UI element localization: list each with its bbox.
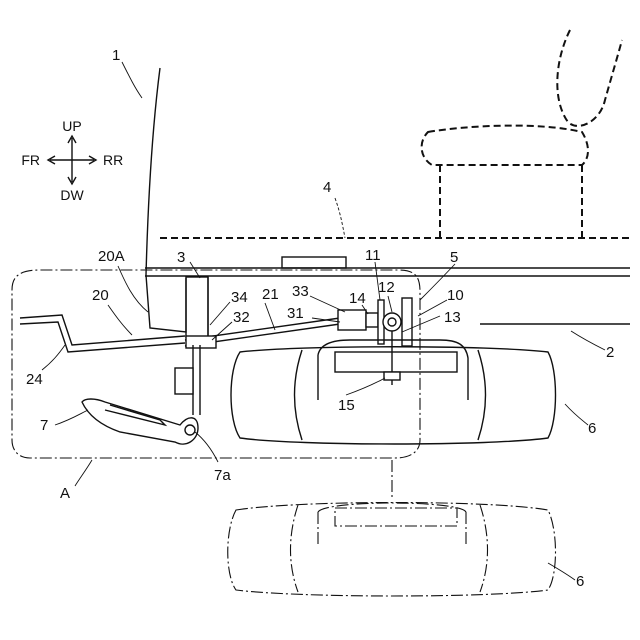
hanger-block <box>175 368 193 394</box>
hook-mechanism <box>82 345 200 444</box>
label-4: 4 <box>323 179 331 196</box>
rod-joint <box>186 336 216 348</box>
leader-1 <box>122 62 142 98</box>
leader-24 <box>42 345 65 370</box>
hook-inner <box>105 405 165 425</box>
label-13: 13 <box>444 309 461 326</box>
seat-headrest <box>557 30 622 126</box>
leader-2 <box>571 331 605 350</box>
label-3: 3 <box>177 249 185 266</box>
direction-down-label: DW <box>60 187 84 203</box>
seat-cushion <box>422 126 588 165</box>
label-1: 1 <box>112 47 120 64</box>
seat-base <box>440 165 582 238</box>
seat-outline <box>422 30 622 238</box>
label-21: 21 <box>262 286 279 303</box>
hook-pivot <box>185 425 195 435</box>
front-wall-bracket <box>186 277 208 337</box>
leader-21 <box>265 303 275 330</box>
vehicle-body-front <box>146 68 160 275</box>
label-10: 10 <box>447 287 464 304</box>
label-7a: 7a <box>214 467 231 484</box>
actuator-33 <box>338 310 366 330</box>
front-wall-outline <box>146 275 186 332</box>
label-20A: 20A <box>98 248 125 265</box>
leader-6a <box>565 404 588 425</box>
leader-20A <box>118 266 148 312</box>
lever-rod-lower <box>20 322 185 352</box>
gear-12 <box>383 313 401 331</box>
label-34: 34 <box>231 289 248 306</box>
label-32: 32 <box>233 309 250 326</box>
label-11: 11 <box>365 247 381 264</box>
reference-numerals: 1 2 3 4 5 6 6 7 7a 10 11 12 13 14 15 20 … <box>26 47 614 590</box>
label-12: 12 <box>378 279 395 296</box>
front-wall <box>146 275 208 340</box>
leader-12 <box>388 296 392 312</box>
label-31: 31 <box>287 305 304 322</box>
label-20: 20 <box>92 287 109 304</box>
label-7: 7 <box>40 417 48 434</box>
spare-tire-lowered <box>228 460 556 596</box>
plate-10 <box>402 298 412 346</box>
leader-33 <box>310 296 345 312</box>
frame-bracket <box>282 257 346 268</box>
leader-32 <box>212 322 232 340</box>
direction-rear-label: RR <box>103 152 123 168</box>
label-6-lowered: 6 <box>576 573 584 590</box>
leader-10 <box>418 300 447 316</box>
hook-body <box>82 399 198 444</box>
leader-4 <box>335 198 345 238</box>
spare-tire-stowed <box>231 340 556 444</box>
label-33: 33 <box>292 283 309 300</box>
label-6-stowed: 6 <box>588 420 596 437</box>
label-15: 15 <box>338 397 355 414</box>
leader-A <box>75 460 92 486</box>
direction-front-label: FR <box>21 152 40 168</box>
carrier-nut <box>384 372 400 380</box>
leader-6b <box>548 563 575 580</box>
direction-up-label: UP <box>62 118 81 134</box>
label-14: 14 <box>349 290 366 307</box>
direction-compass: UP DW FR RR <box>21 118 123 203</box>
lowered-carrier-plate <box>335 508 457 526</box>
label-5: 5 <box>450 249 458 266</box>
lever-rod-upper <box>20 315 185 345</box>
label-A: A <box>60 485 70 502</box>
label-24: 24 <box>26 371 43 388</box>
actuator-14 <box>366 313 378 327</box>
label-2: 2 <box>606 344 614 361</box>
leader-15 <box>346 378 385 395</box>
leader-34 <box>210 302 230 325</box>
leader-20 <box>108 305 132 335</box>
carrier-plate-15 <box>335 352 457 372</box>
leader-7 <box>55 410 88 425</box>
